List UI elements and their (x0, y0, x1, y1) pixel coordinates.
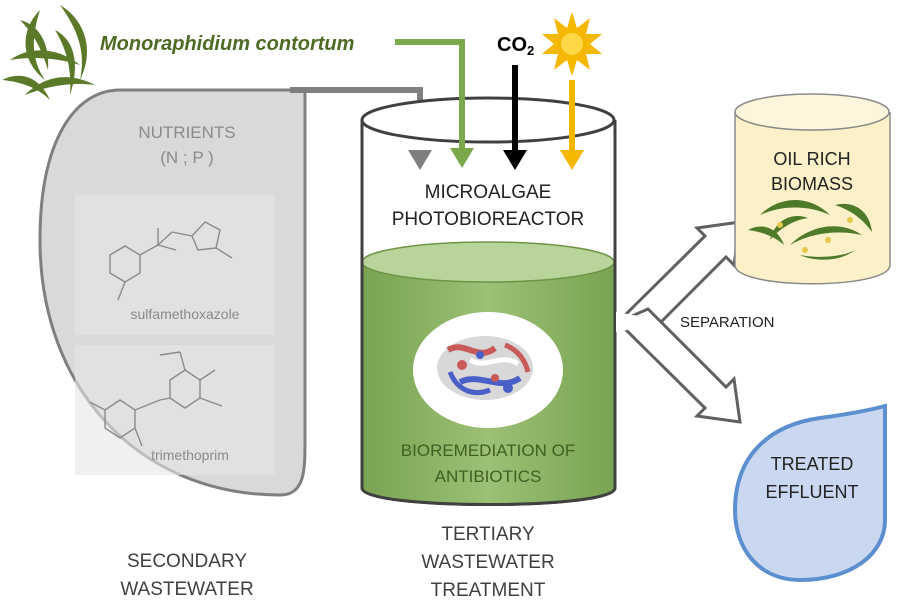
tertiary-label-line3: TREATMENT (431, 580, 546, 601)
reactor-label-line1: MICROALGAE (425, 182, 552, 203)
biomass-algae-icon (748, 200, 872, 260)
nutrients-formula: (N ; P ) (160, 148, 214, 167)
secondary-label-line1: SECONDARY (127, 551, 247, 572)
biomass-label-line1: OIL RICH (773, 149, 850, 169)
green-algae-arrow (395, 39, 465, 148)
separation-label: SEPARATION (680, 314, 774, 331)
co2-label: CO2 (497, 34, 534, 58)
sun-icon (542, 12, 602, 76)
reactor-label-line2: PHOTOBIOREACTOR (392, 209, 585, 230)
sulfamethoxazole-structure (75, 195, 275, 335)
secondary-label-line2: WASTEWATER (120, 579, 253, 600)
green-arrowhead (450, 148, 474, 168)
organism-label: Monoraphidium contortum (100, 33, 354, 55)
process-label-line1: BIOREMEDIATION OF (401, 441, 575, 460)
biomass-cylinder (734, 93, 891, 285)
sulfamethoxazole-label: sulfamethoxazole (131, 306, 240, 322)
nutrients-label: NUTRIENTS (138, 123, 235, 142)
tertiary-label-line1: TERTIARY (441, 524, 535, 545)
trimethoprim-label: trimethoprim (151, 447, 229, 463)
co2-arrowhead (503, 150, 527, 170)
grey-arrowhead (408, 150, 432, 170)
tertiary-label-line2: WASTEWATER (421, 552, 554, 573)
effluent-label-line2: EFFLUENT (765, 482, 858, 502)
biomass-label-line2: BIOMASS (771, 174, 853, 194)
treated-effluent-drop (732, 403, 887, 583)
effluent-label-line1: TREATED (771, 454, 854, 474)
trimethoprim-structure (75, 345, 275, 475)
light-arrowhead (560, 150, 584, 170)
process-label-line2: ANTIBIOTICS (435, 467, 542, 486)
algae-cluster-icon (2, 5, 95, 100)
protein-molecule-image (413, 312, 563, 428)
